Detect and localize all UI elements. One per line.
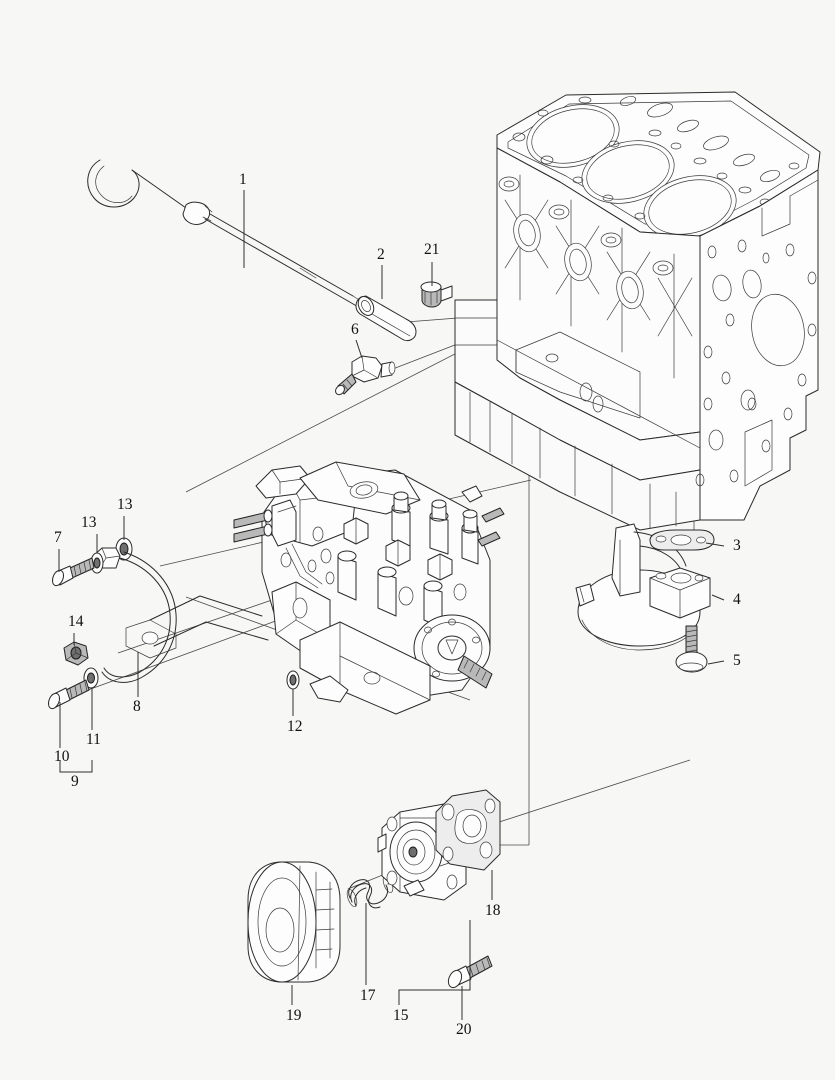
callout-19: 19 xyxy=(286,1007,302,1024)
callout-8: 8 xyxy=(133,698,141,715)
callout-13-upper: 13 xyxy=(117,496,133,513)
part-filter-head-bolt xyxy=(447,955,493,989)
part-dipstick-guide-tube xyxy=(355,295,417,342)
callout-13-lower: 13 xyxy=(81,514,97,531)
callout-10: 10 xyxy=(54,748,70,765)
callout-7: 7 xyxy=(54,529,62,546)
callout-9: 9 xyxy=(71,773,79,790)
callout-17: 17 xyxy=(360,987,376,1004)
engine-block xyxy=(454,91,821,531)
part-filter-head-gasket xyxy=(435,789,501,871)
callout-2: 2 xyxy=(377,246,385,263)
callout-leaders xyxy=(58,190,725,1020)
callout-4: 4 xyxy=(733,591,741,608)
callout-11: 11 xyxy=(86,731,101,748)
callout-20: 20 xyxy=(456,1021,472,1038)
part-banjo-bolt xyxy=(51,557,95,587)
callout-1: 1 xyxy=(239,171,247,188)
part-strainer-mount xyxy=(649,567,711,619)
part-strainer-gasket xyxy=(649,529,715,551)
callout-3: 3 xyxy=(733,537,741,554)
part-bracket-bolt xyxy=(47,679,90,710)
part-strainer-bolt xyxy=(675,625,708,673)
callout-12: 12 xyxy=(287,718,303,735)
part-plain-washer xyxy=(83,667,99,689)
part-oil-level-gauge xyxy=(87,159,365,309)
callout-14: 14 xyxy=(68,613,84,630)
part-seal-washer xyxy=(286,670,300,690)
callout-6: 6 xyxy=(351,321,359,338)
part-block-plug xyxy=(420,281,453,308)
part-oil-pressure-switch xyxy=(335,355,396,396)
callout-21: 21 xyxy=(424,241,440,258)
part-oil-filter-cartridge xyxy=(247,861,341,983)
fuel-injection-pump xyxy=(233,461,505,715)
callout-15: 15 xyxy=(393,1007,409,1024)
callout-18: 18 xyxy=(485,902,501,919)
part-flange-nut xyxy=(63,641,89,666)
callout-5: 5 xyxy=(733,652,741,669)
